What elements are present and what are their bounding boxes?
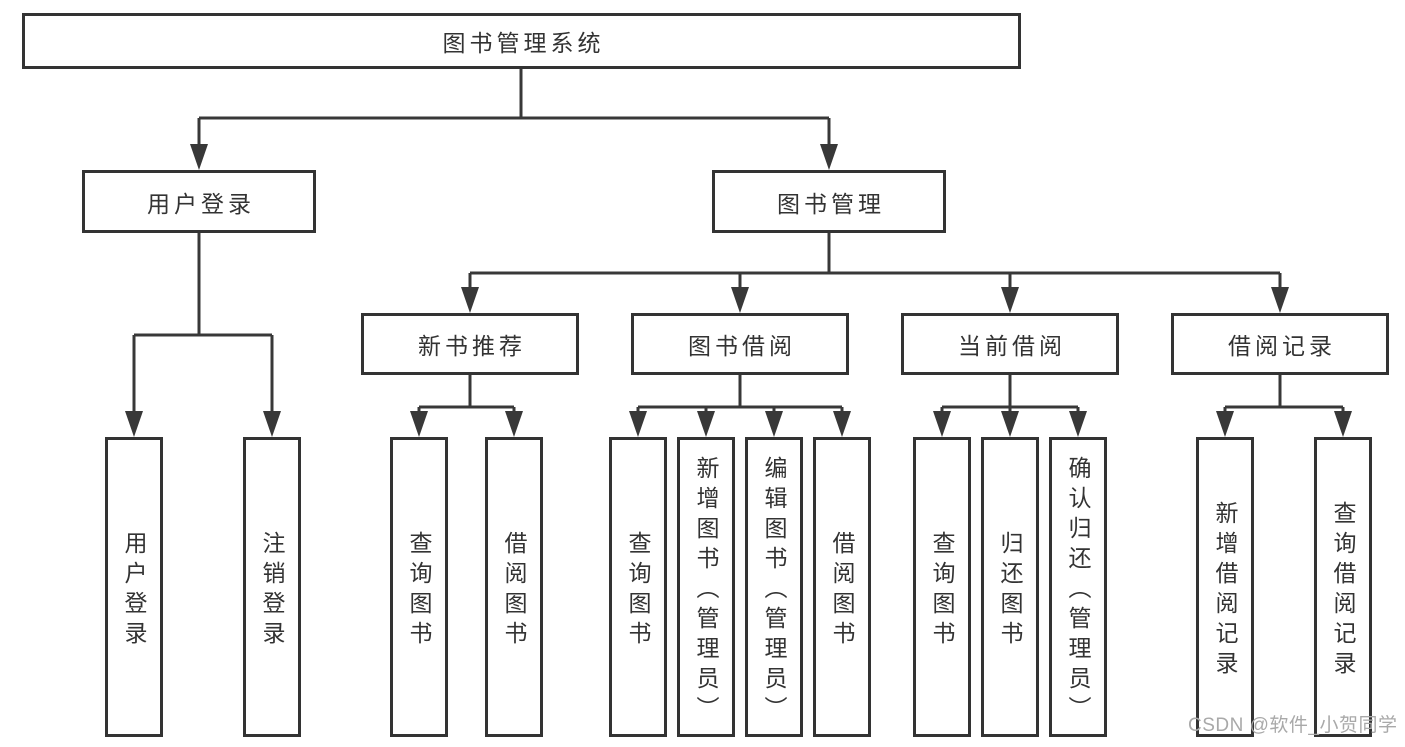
- arrowhead: [1334, 411, 1352, 437]
- arrowhead: [190, 144, 208, 170]
- arrowhead: [629, 411, 647, 437]
- arrowhead: [125, 411, 143, 437]
- leaf-user-login-label: 用户登录: [121, 530, 147, 651]
- leaf-rec-borrow-books-label: 借阅图书: [501, 530, 527, 651]
- arrowhead: [1271, 287, 1289, 313]
- arrowhead: [833, 411, 851, 437]
- arrowhead: [1001, 287, 1019, 313]
- leaf-bb-borrow-books: 借阅图书: [813, 437, 871, 737]
- node-new-book-recommend: 新书推荐: [361, 313, 579, 375]
- leaf-bb-add-books: 新增图书（管理员）: [677, 437, 735, 737]
- arrowhead: [820, 144, 838, 170]
- node-book-management: 图书管理: [712, 170, 946, 233]
- arrowheads: [125, 144, 1352, 437]
- leaf-cb-confirm-return-label: 确认归还（管理员）: [1065, 455, 1091, 726]
- connector-new-book-rec-to-leaves: [417, 375, 516, 418]
- arrowhead: [1001, 411, 1019, 437]
- leaf-bb-add-books-label: 新增图书（管理员）: [693, 455, 719, 726]
- leaf-br-add-record: 新增借阅记录: [1196, 437, 1254, 737]
- leaf-cb-query-books: 查询图书: [913, 437, 971, 737]
- arrowhead: [731, 287, 749, 313]
- arrowhead: [765, 411, 783, 437]
- leaf-rec-query-books: 查询图书: [390, 437, 448, 737]
- node-borrow-records-label: 借阅记录: [1228, 333, 1336, 359]
- arrowhead: [1069, 411, 1087, 437]
- node-borrow-records: 借阅记录: [1171, 313, 1389, 375]
- connector-book-borrow-to-leaves: [636, 375, 844, 418]
- arrowhead: [933, 411, 951, 437]
- leaf-logout-label: 注销登录: [259, 530, 285, 651]
- leaf-bb-borrow-books-label: 借阅图书: [829, 530, 855, 651]
- leaf-cb-return-books-label: 归还图书: [997, 530, 1023, 651]
- leaf-logout: 注销登录: [243, 437, 301, 737]
- leaf-cb-return-books: 归还图书: [981, 437, 1039, 737]
- leaf-bb-edit-books-label: 编辑图书（管理员）: [761, 455, 787, 726]
- leaf-br-query-record-label: 查询借阅记录: [1330, 500, 1356, 681]
- connector-root-to-level2: [197, 69, 831, 150]
- node-book-borrow-label: 图书借阅: [688, 333, 796, 359]
- node-user-login: 用户登录: [82, 170, 316, 233]
- node-book-borrow: 图书借阅: [631, 313, 849, 375]
- arrowhead: [505, 411, 523, 437]
- arrowhead: [1216, 411, 1234, 437]
- node-new-book-recommend-label: 新书推荐: [418, 333, 526, 359]
- arrowhead: [697, 411, 715, 437]
- node-root: 图书管理系统: [22, 13, 1021, 69]
- leaf-cb-confirm-return: 确认归还（管理员）: [1049, 437, 1107, 737]
- leaf-bb-query-books: 查询图书: [609, 437, 667, 737]
- leaf-user-login: 用户登录: [105, 437, 163, 737]
- leaf-rec-borrow-books: 借阅图书: [485, 437, 543, 737]
- leaf-rec-query-books-label: 查询图书: [406, 530, 432, 651]
- node-book-management-label: 图书管理: [777, 190, 885, 217]
- leaf-cb-query-books-label: 查询图书: [929, 530, 955, 651]
- leaf-bb-edit-books: 编辑图书（管理员）: [745, 437, 803, 737]
- leaf-br-query-record: 查询借阅记录: [1314, 437, 1372, 737]
- leaf-br-add-record-label: 新增借阅记录: [1212, 500, 1238, 681]
- arrowhead: [461, 287, 479, 313]
- connector-book-mgmt-to-level3: [468, 233, 1282, 292]
- node-current-borrow: 当前借阅: [901, 313, 1119, 375]
- node-root-label: 图书管理系统: [442, 30, 605, 56]
- csdn-watermark: CSDN @软件_小贺同学: [1188, 715, 1398, 736]
- node-user-login-label: 用户登录: [147, 190, 255, 217]
- arrowhead: [263, 411, 281, 437]
- node-current-borrow-label: 当前借阅: [958, 333, 1066, 359]
- connector-borrow-records-to-leaves: [1223, 375, 1345, 418]
- arrowhead: [410, 411, 428, 437]
- connector-user-login-to-leaves: [132, 233, 274, 418]
- leaf-bb-query-books-label: 查询图书: [625, 530, 651, 651]
